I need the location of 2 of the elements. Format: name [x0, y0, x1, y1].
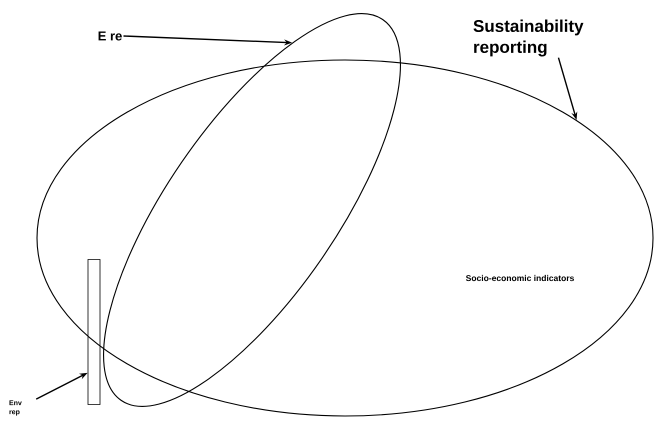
- heading-text: Sustainability reporting: [474, 20, 584, 56]
- clipped-heading-text: E re: [98, 31, 122, 41]
